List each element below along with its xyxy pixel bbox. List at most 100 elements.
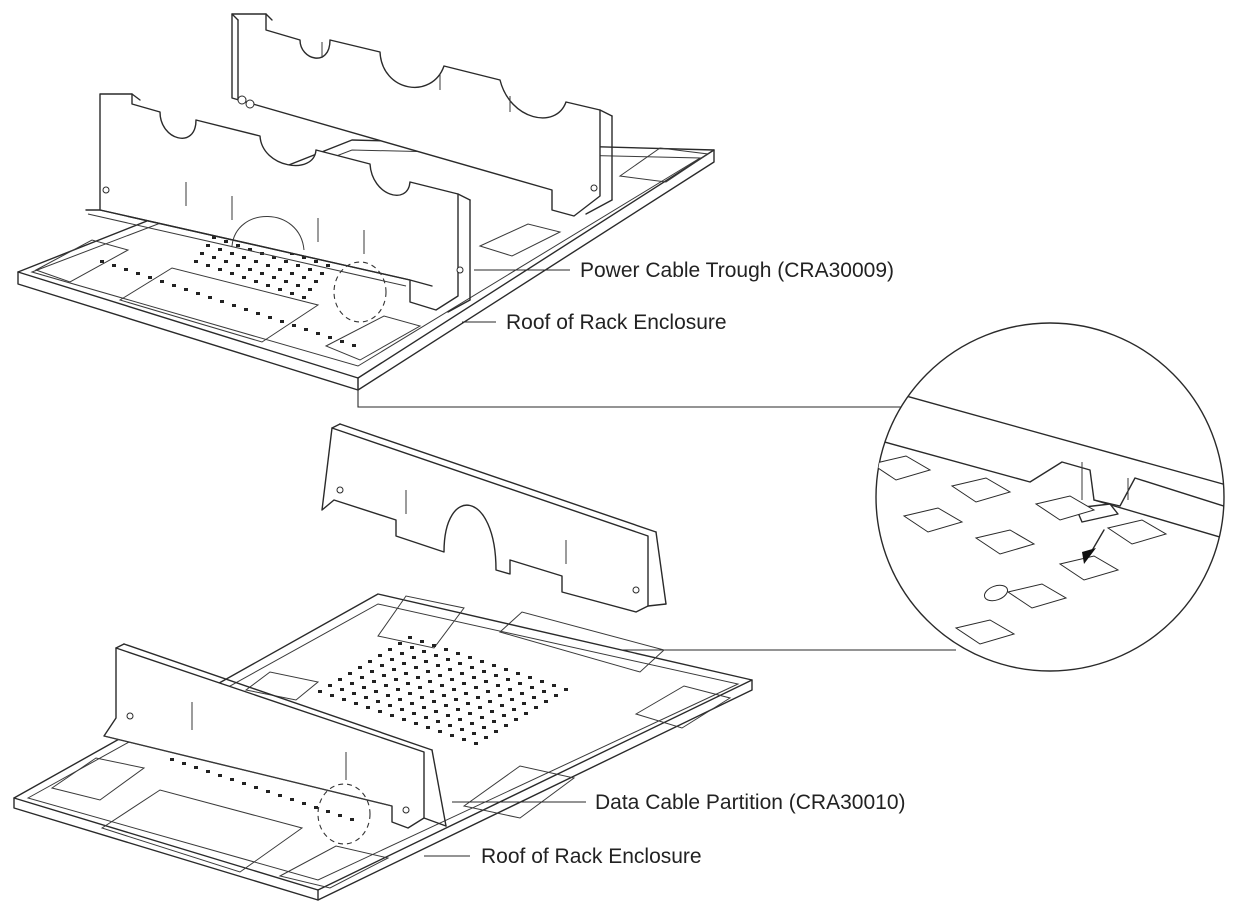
perforation-slot <box>520 692 524 695</box>
perforation-slot <box>510 698 514 701</box>
perforation-slot <box>472 732 476 735</box>
perforation-slot <box>454 698 458 701</box>
perforation-slot <box>260 272 264 275</box>
perforation-slot <box>148 276 152 279</box>
perforation-slot <box>434 710 438 713</box>
perforation-slot <box>124 268 128 271</box>
perforation-slot <box>402 662 406 665</box>
magnified-perforation-slot <box>902 507 964 533</box>
perforation-slot <box>398 642 402 645</box>
perforation-slot <box>444 648 448 651</box>
perforation-slot <box>308 268 312 271</box>
perforation-slot <box>354 702 358 705</box>
perforation-slot <box>466 702 470 705</box>
perforation-slot <box>534 706 538 709</box>
perforation-slot <box>470 722 474 725</box>
perforation-slot <box>318 690 322 693</box>
perforation-slot <box>446 658 450 661</box>
perforation-slot <box>544 700 548 703</box>
perforation-slot <box>170 758 174 761</box>
perforation-slot <box>456 652 460 655</box>
perforation-slot <box>524 712 528 715</box>
perforation-slot <box>450 678 454 681</box>
detail-marker-bottom <box>317 783 371 845</box>
label-roof-bottom: Roof of Rack Enclosure <box>481 845 702 868</box>
detail-marker-top <box>333 261 387 323</box>
perforation-slot <box>352 692 356 695</box>
perforation-slot <box>470 666 474 669</box>
perforation-slot <box>468 656 472 659</box>
perforation-slot <box>486 690 490 693</box>
perforation-slot <box>480 660 484 663</box>
perforation-slot <box>326 264 330 267</box>
perforation-slot <box>428 680 432 683</box>
perforation-slot <box>396 688 400 691</box>
perforation-slot <box>350 682 354 685</box>
perforation-slot <box>426 670 430 673</box>
perforation-slot <box>430 690 434 693</box>
perforation-slot <box>362 686 366 689</box>
perforation-slot <box>266 790 270 793</box>
perforation-slot <box>488 700 492 703</box>
perforation-slot <box>182 762 186 765</box>
perforation-slot <box>244 308 248 311</box>
magnified-perforation-slot <box>1034 495 1096 521</box>
perforation-slot <box>278 268 282 271</box>
perforation-slot <box>380 664 384 667</box>
perforation-slot <box>400 708 404 711</box>
perforation-slot <box>434 654 438 657</box>
perforation-slot <box>504 724 508 727</box>
perforation-slot <box>514 718 518 721</box>
perforation-slot <box>296 264 300 267</box>
perforation-slot <box>518 682 522 685</box>
perforation-slot <box>254 786 258 789</box>
perforation-slot <box>440 684 444 687</box>
data-cable-partition-front <box>103 643 447 829</box>
perforation-slot <box>350 818 354 821</box>
perforation-slot <box>302 276 306 279</box>
perforation-slot <box>308 288 312 291</box>
perforation-slot <box>508 688 512 691</box>
perforation-slot <box>376 700 380 703</box>
perforation-slot <box>302 256 306 259</box>
perforation-slot <box>224 260 228 263</box>
perforation-slot <box>394 678 398 681</box>
magnified-perforation-slot <box>950 477 1012 503</box>
perforation-slot <box>342 698 346 701</box>
magnified-perforation-slot <box>1006 583 1068 609</box>
perforation-slot <box>340 340 344 343</box>
perforation-slot <box>408 636 412 639</box>
perforation-slot <box>422 706 426 709</box>
perforation-slot <box>284 280 288 283</box>
perforation-slot <box>522 702 526 705</box>
perforation-slot <box>468 712 472 715</box>
perforation-slot <box>266 264 270 267</box>
perforation-slot <box>398 698 402 701</box>
perforation-slot <box>494 730 498 733</box>
perforation-slot <box>290 798 294 801</box>
perforation-slot <box>368 660 372 663</box>
perforation-slot <box>206 264 210 267</box>
perforation-slot <box>266 284 270 287</box>
perforation-slot <box>482 726 486 729</box>
perforation-slot <box>272 276 276 279</box>
perforation-slot <box>200 252 204 255</box>
perforation-slot <box>248 268 252 271</box>
perforation-slot <box>452 688 456 691</box>
perforation-slot <box>220 300 224 303</box>
perforation-slot <box>530 686 534 689</box>
perforation-slot <box>456 708 460 711</box>
perforation-slot <box>388 704 392 707</box>
perforation-slot <box>254 260 258 263</box>
magnified-perforation-slot <box>876 455 932 481</box>
perforation-slot <box>364 696 368 699</box>
perforation-slot <box>476 696 480 699</box>
perforation-slot <box>540 680 544 683</box>
perforation-slot <box>432 644 436 647</box>
perforation-slot <box>436 720 440 723</box>
perforation-slot <box>496 684 500 687</box>
magnified-perforation-slot <box>1058 555 1120 581</box>
perforation-slot <box>248 248 252 251</box>
perforation-slot <box>450 734 454 737</box>
